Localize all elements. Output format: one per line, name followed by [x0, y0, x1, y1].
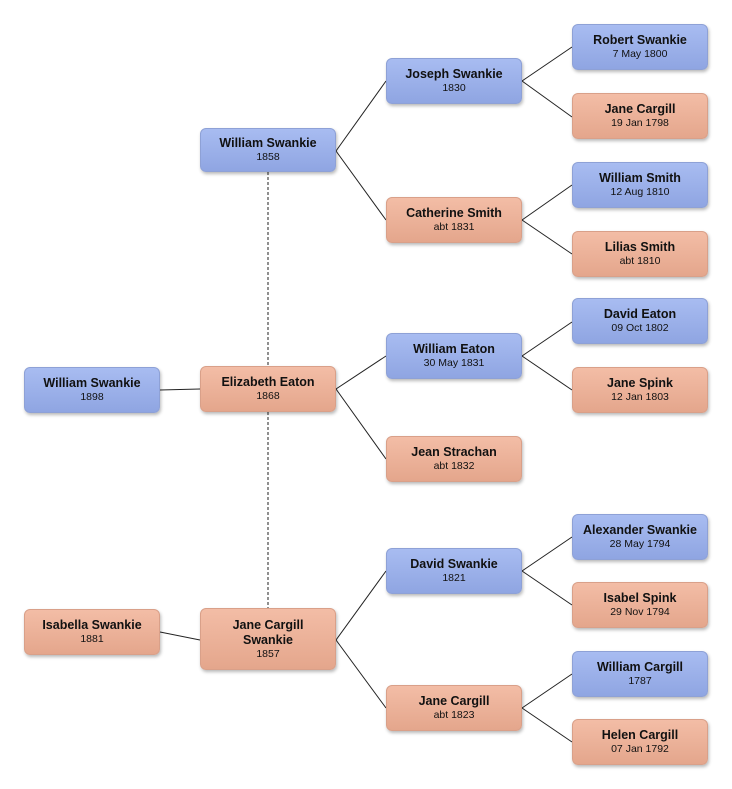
- person-dates: 07 Jan 1792: [611, 743, 669, 755]
- person-dates: 1787: [628, 675, 652, 687]
- person-dates: 12 Jan 1803: [611, 391, 669, 403]
- parent-link: [521, 321, 573, 391]
- child-link: [159, 388, 201, 391]
- person-box-alexander-swankie[interactable]: Alexander Swankie 28 May 1794: [572, 514, 708, 560]
- person-box-william-eaton[interactable]: William Eaton 30 May 1831: [386, 333, 522, 379]
- person-box-david-swankie[interactable]: David Swankie 1821: [386, 548, 522, 594]
- person-name: Jane Cargill: [418, 694, 490, 708]
- person-dates: abt 1831: [433, 221, 475, 233]
- person-name: William Swankie: [43, 376, 141, 390]
- person-dates: 1857: [256, 647, 280, 660]
- person-name: Jane Spink: [607, 376, 673, 390]
- person-box-jane-cargill-swankie[interactable]: Jane Cargill Swankie 1857: [200, 608, 336, 670]
- person-name: Catherine Smith: [406, 206, 502, 220]
- person-box-william-smith[interactable]: William Smith 12 Aug 1810: [572, 162, 708, 208]
- person-dates: 1898: [80, 391, 104, 403]
- person-dates: abt 1810: [619, 255, 661, 267]
- person-name: Jean Strachan: [411, 445, 497, 459]
- person-box-jean-strachan[interactable]: Jean Strachan abt 1832: [386, 436, 522, 482]
- person-dates: 7 May 1800: [612, 48, 668, 60]
- person-name: Joseph Swankie: [405, 67, 503, 81]
- person-dates: 28 May 1794: [609, 538, 671, 550]
- person-box-joseph-swankie[interactable]: Joseph Swankie 1830: [386, 58, 522, 104]
- person-name: Helen Cargill: [601, 728, 679, 742]
- person-name: William Cargill: [596, 660, 684, 674]
- person-box-william-cargill[interactable]: William Cargill 1787: [572, 651, 708, 697]
- person-box-lilias-smith[interactable]: Lilias Smith abt 1810: [572, 231, 708, 277]
- parent-link: [335, 355, 387, 460]
- person-box-isabel-spink[interactable]: Isabel Spink 29 Nov 1794: [572, 582, 708, 628]
- person-dates: 09 Oct 1802: [611, 322, 669, 334]
- person-dates: abt 1823: [433, 709, 475, 721]
- person-name: William Swankie: [219, 136, 317, 150]
- parent-link: [521, 536, 573, 606]
- parent-link: [335, 80, 387, 221]
- person-name: David Swankie: [410, 557, 498, 571]
- parent-link: [521, 46, 573, 118]
- person-box-jane-cargill-1823[interactable]: Jane Cargill abt 1823: [386, 685, 522, 731]
- person-box-jane-spink[interactable]: Jane Spink 12 Jan 1803: [572, 367, 708, 413]
- person-dates: 12 Aug 1810: [610, 186, 670, 198]
- person-dates: 29 Nov 1794: [610, 606, 670, 618]
- person-box-david-eaton[interactable]: David Eaton 09 Oct 1802: [572, 298, 708, 344]
- person-dates: 1858: [256, 151, 280, 163]
- person-box-william-swankie-1898[interactable]: William Swankie 1898: [24, 367, 160, 413]
- person-name: William Smith: [599, 171, 681, 185]
- person-dates: 1881: [80, 633, 104, 645]
- person-dates: 1830: [442, 82, 466, 94]
- person-box-elizabeth-eaton[interactable]: Elizabeth Eaton 1868: [200, 366, 336, 412]
- person-dates: 19 Jan 1798: [611, 117, 669, 129]
- person-name: Isabel Spink: [603, 591, 677, 605]
- person-name: Elizabeth Eaton: [221, 375, 315, 389]
- person-dates: abt 1832: [433, 460, 475, 472]
- person-box-jane-cargill-1798[interactable]: Jane Cargill 19 Jan 1798: [572, 93, 708, 139]
- person-name: Jane Cargill: [604, 102, 676, 116]
- parent-link: [335, 570, 387, 709]
- person-name: David Eaton: [603, 307, 677, 321]
- child-link: [159, 631, 201, 641]
- person-box-robert-swankie[interactable]: Robert Swankie 7 May 1800: [572, 24, 708, 70]
- person-name: Jane Cargill Swankie: [232, 617, 304, 647]
- person-dates: 1868: [256, 390, 280, 402]
- person-name: William Eaton: [413, 342, 495, 356]
- parent-link: [521, 673, 573, 743]
- person-name: Isabella Swankie: [42, 618, 142, 632]
- person-box-helen-cargill[interactable]: Helen Cargill 07 Jan 1792: [572, 719, 708, 765]
- person-box-isabella-swankie[interactable]: Isabella Swankie 1881: [24, 609, 160, 655]
- person-name: Lilias Smith: [604, 240, 676, 254]
- person-name: Alexander Swankie: [583, 523, 697, 537]
- person-dates: 1821: [442, 572, 466, 584]
- person-dates: 30 May 1831: [423, 357, 485, 369]
- parent-link: [521, 184, 573, 255]
- person-box-william-swankie-1858[interactable]: William Swankie 1858: [200, 128, 336, 172]
- person-name: Robert Swankie: [593, 33, 687, 47]
- person-box-catherine-smith[interactable]: Catherine Smith abt 1831: [386, 197, 522, 243]
